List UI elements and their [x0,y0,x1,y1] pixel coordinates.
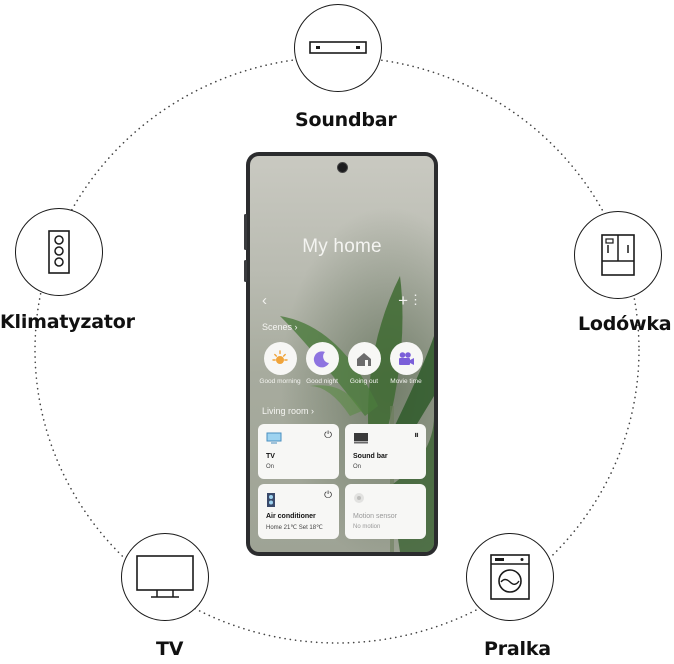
sun-icon [272,349,288,364]
soundbar-node[interactable] [294,4,382,92]
lodowka-node[interactable] [574,211,662,299]
soundbar-icon [309,41,367,54]
power-button[interactable]: ⏻ [324,490,332,501]
card-name: Air conditioner [266,513,316,520]
camera-icon [399,351,414,365]
moon-icon [313,350,329,367]
scene-movie-time[interactable]: Movie time [384,342,428,386]
refrigerator-icon [601,234,635,276]
scene-good-morning[interactable]: Good morning [258,342,302,386]
add-button[interactable]: + [398,291,408,310]
home-title: My home [302,236,382,257]
tv-icon [136,555,194,598]
power-button[interactable]: ⏻ [324,430,332,441]
phone-volume-button [244,214,247,250]
klimatyzator-node[interactable] [15,208,103,296]
card-state: No motion [353,524,381,530]
soundbar-label: Soundbar [295,109,397,131]
front-camera [336,162,348,173]
scene-label: Good morning [259,378,301,385]
card-state: Home 21℃ Set 18℃ [266,525,323,531]
washing-machine-icon [490,554,530,600]
card-state: On [266,464,275,470]
scene-bubble [263,342,297,375]
pause-button[interactable]: ⏸ [414,430,419,441]
scene-bubble [305,342,339,375]
scene-label: Movie time [390,378,422,385]
lodowka-label: Lodówka [578,313,672,335]
tv-small-icon [266,432,282,444]
house-icon [357,352,371,366]
sensor-icon [354,493,364,503]
phone-screen: My home ‹ + ⋮ Scenes › Good [250,156,434,552]
phone-power-button [244,260,247,282]
device-card-sound-bar[interactable]: ⏸ Sound bar On [345,424,426,479]
air-conditioner-icon [48,230,70,274]
ac-small-icon [267,493,275,507]
back-button[interactable]: ‹ [262,292,267,309]
scene-label: Good night [306,378,338,385]
phone-toolbar: ‹ + ⋮ [260,291,424,310]
card-name: Motion sensor [353,513,397,520]
device-card-tv[interactable]: ⏻ TV On [258,424,339,479]
tv-label: TV [156,638,184,660]
card-name: Sound bar [353,453,388,460]
scenes-link[interactable]: Scenes › [262,322,298,332]
scene-bubble [389,342,423,375]
card-name: TV [266,453,275,460]
pralka-label: Pralka [484,638,551,660]
scene-going-out[interactable]: Going out [342,342,386,386]
device-card-motion-sensor[interactable]: Motion sensor No motion [345,484,426,539]
card-state: On [353,464,362,470]
device-card-air-conditioner[interactable]: ⏻ Air conditioner Home 21℃ Set 18℃ [258,484,339,539]
more-options-button[interactable]: ⋮ [409,292,422,307]
scene-good-night[interactable]: Good night [300,342,344,386]
living-room-link[interactable]: Living room › [262,406,315,416]
tv-node[interactable] [121,533,209,621]
klimatyzator-label: Klimatyzator [0,311,135,333]
phone-mockup: My home ‹ + ⋮ Scenes › Good [244,152,438,556]
pralka-node[interactable] [466,533,554,621]
soundbar-small-icon [354,433,368,444]
scene-label: Going out [349,378,379,385]
scene-bubble [347,342,381,375]
